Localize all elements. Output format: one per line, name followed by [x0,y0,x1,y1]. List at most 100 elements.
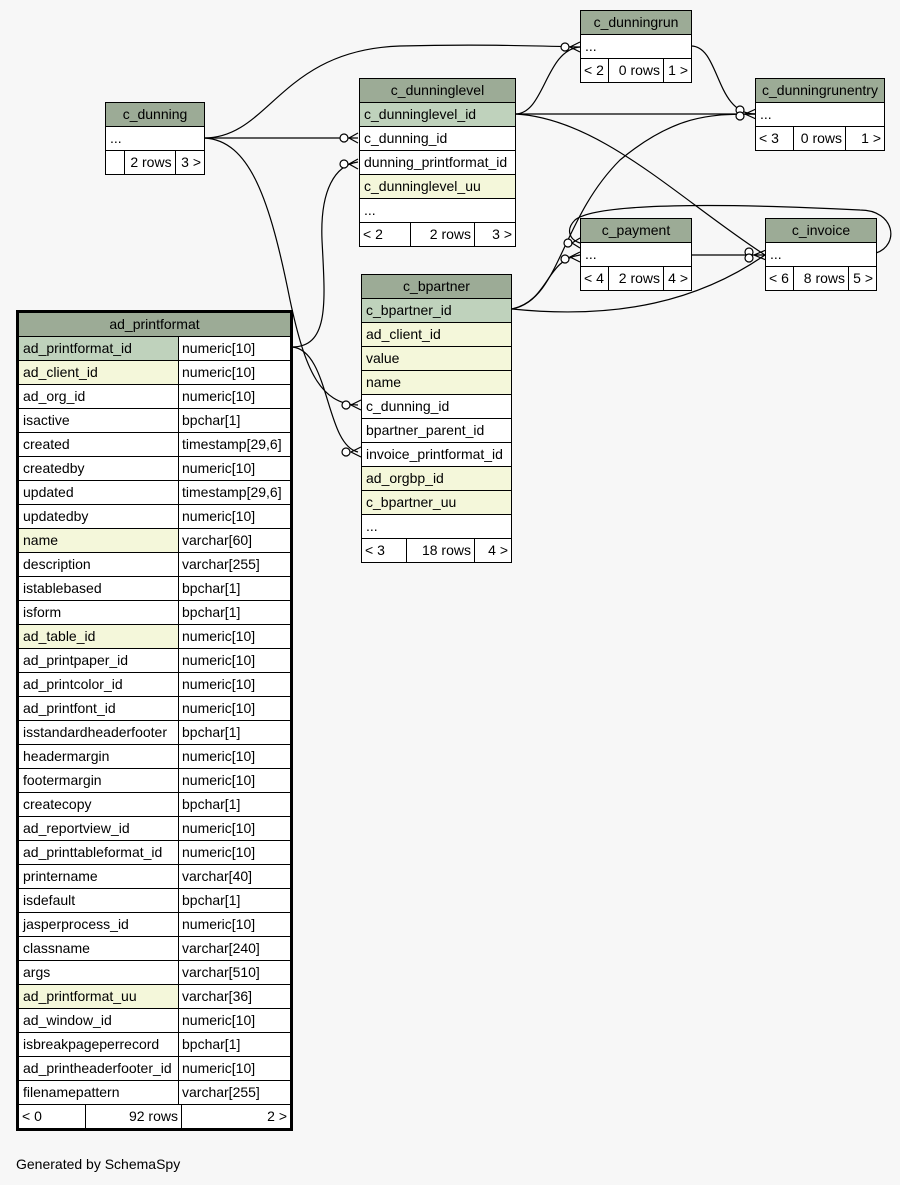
children-link[interactable]: 4 > [474,539,511,562]
column-type: numeric[10] [178,769,290,792]
table-title-c_invoice[interactable]: c_invoice [766,219,876,243]
column-name: ad_org_id [23,388,86,404]
parents-link[interactable]: < 2 [363,226,383,242]
column-row: ... [106,127,204,151]
table-title-c_dunninglevel[interactable]: c_dunninglevel [360,79,515,103]
column-name: isstandardheaderfooter [23,724,167,740]
column-type: numeric[10] [178,673,290,696]
column-name: isbreakpageperrecord [23,1036,160,1052]
column-name: c_dunning_id [366,398,450,414]
parents-link[interactable]: < 3 [759,130,779,146]
column-name: ad_printtableformat_id [23,844,163,860]
table-title-c_dunning[interactable]: c_dunning [106,103,204,127]
column-name: ad_printformat_uu [19,985,178,1008]
column-row: c_dunninglevel_uu [360,175,515,199]
children-link[interactable]: 1 > [663,59,691,82]
column-name: c_bpartner_id [362,299,511,322]
edge-printformat-bpartner [291,346,359,453]
column-row: c_dunning_id [362,395,511,419]
column-row: isbreakpageperrecord bpchar[1] [19,1033,290,1057]
column-type: varchar[36] [178,985,290,1008]
column-row: ad_printpaper_id numeric[10] [19,649,290,673]
edge-dunninglevel-dunningrun [514,46,581,115]
children-link[interactable]: 3 > [474,223,515,246]
row-count: 0 rows [793,127,845,150]
parents-link[interactable]: < 3 [365,542,385,558]
parents-link[interactable]: < 4 [584,270,604,286]
column-name: ... [366,518,378,534]
column-name: name [19,529,178,552]
edge-printformat-dunninglevel [291,161,359,348]
column-name: updatedby [23,508,89,524]
column-name: created [23,436,70,452]
column-name: bpartner_parent_id [366,422,485,438]
row-count: 2 rows [123,151,175,174]
column-name: ad_printformat_id [19,337,178,360]
column-type: numeric[10] [178,697,290,720]
children-link[interactable]: 5 > [848,267,876,290]
column-type: numeric[10] [178,817,290,840]
column-type: numeric[10] [178,1009,290,1032]
parents-link[interactable]: < 6 [769,270,789,286]
table-title-c_dunningrun[interactable]: c_dunningrun [581,11,691,35]
column-name: ad_printcolor_id [23,676,123,692]
column-name: jasperprocess_id [23,916,129,932]
children-link[interactable]: 4 > [663,267,691,290]
table-title-ad_printformat[interactable]: ad_printformat [19,313,290,337]
column-row: ... [581,243,691,267]
generated-by-note: Generated by SchemaSpy [16,1156,181,1172]
table-title-c_dunningrunentry[interactable]: c_dunningrunentry [756,79,884,103]
column-name: dunning_printformat_id [364,154,508,170]
column-name: createcopy [23,796,92,812]
column-row: createdby numeric[10] [19,457,290,481]
column-type: bpchar[1] [178,601,290,624]
column-type: numeric[10] [178,457,290,480]
parents-link[interactable]: < 0 [22,1108,42,1124]
column-name: printername [23,868,98,884]
column-name: ad_printpaper_id [23,652,129,668]
column-name: createdby [23,460,85,476]
column-type: bpchar[1] [178,1033,290,1056]
column-name: isdefault [23,892,76,908]
column-row: ad_client_id [362,323,511,347]
edge-dunning-dunningrun [203,44,581,139]
parents-link[interactable]: < 2 [584,62,604,78]
column-row: ... [766,243,876,267]
column-row: ... [360,199,515,223]
children-link[interactable]: 1 > [845,127,884,150]
column-type: numeric[10] [178,649,290,672]
column-row: ad_printcolor_id numeric[10] [19,673,290,697]
parents-link[interactable] [106,151,124,174]
children-link[interactable]: 3 > [174,151,204,174]
table-title-c_payment[interactable]: c_payment [581,219,691,243]
column-name: c_bpartner_uu [362,491,511,514]
column-name: footermargin [23,772,102,788]
table-title-c_bpartner[interactable]: c_bpartner [362,275,511,299]
column-name: ... [110,130,122,146]
column-type: numeric[10] [178,625,290,648]
column-row: footermargin numeric[10] [19,769,290,793]
column-name: ad_orgbp_id [362,467,511,490]
column-row: name [362,371,511,395]
children-link[interactable]: 2 > [181,1105,290,1128]
column-name: ... [585,246,597,262]
column-row: c_bpartner_uu [362,491,511,515]
column-row: invoice_printformat_id [362,443,511,467]
